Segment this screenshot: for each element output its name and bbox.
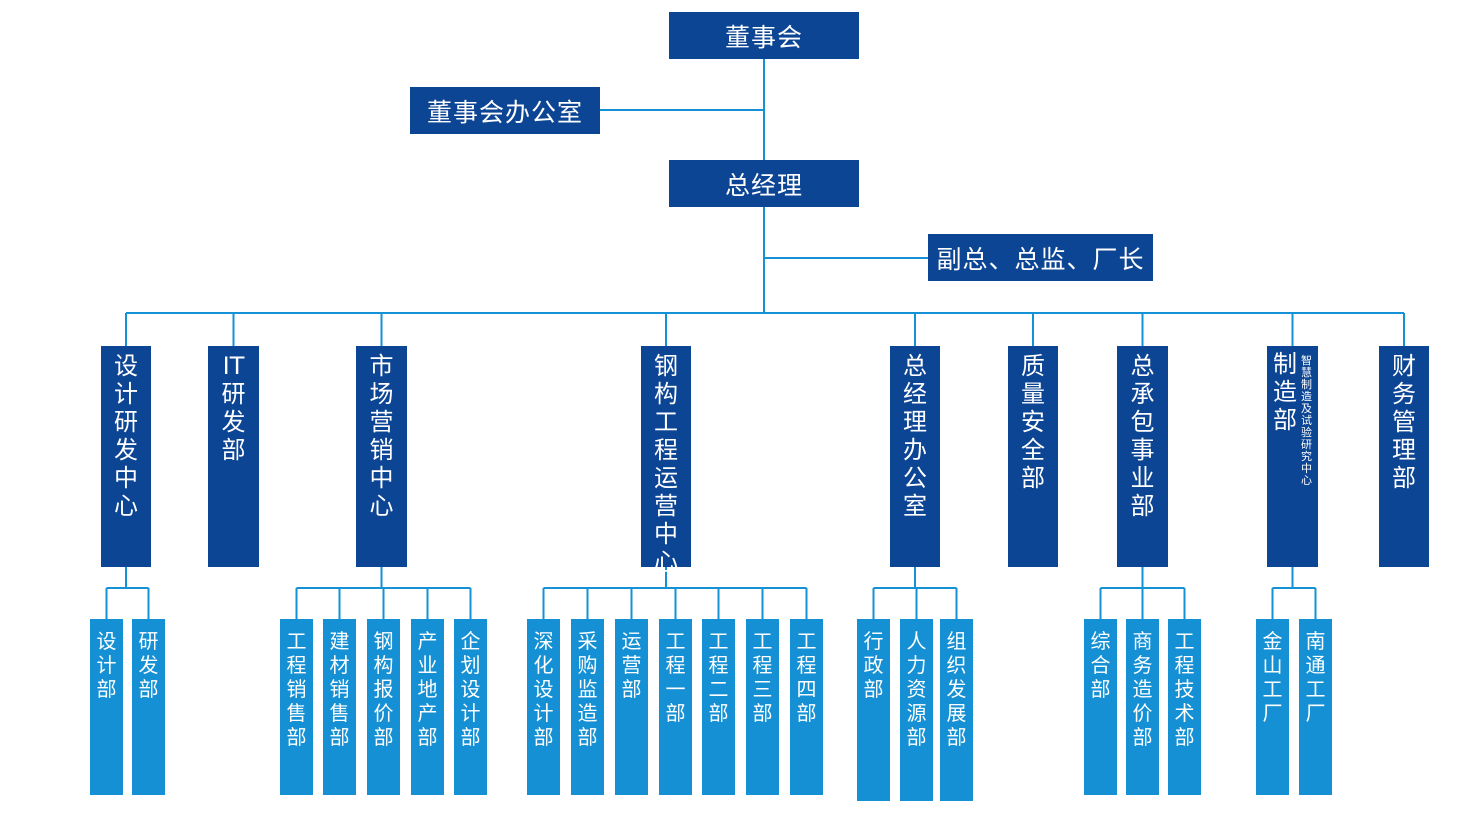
vertical-label: 组织发展部: [946, 629, 967, 749]
vertical-label: 金山工厂: [1262, 629, 1283, 725]
dept-finance: 财务管理部: [1379, 346, 1429, 567]
vertical-label: 综合部: [1090, 629, 1111, 701]
vertical-label: 工程技术部: [1174, 629, 1195, 749]
sub-dept-contracting-1: 综合部: [1084, 619, 1117, 795]
vertical-label: 工程四部: [796, 629, 817, 725]
sub-dept-marketing-3: 钢构报价部: [367, 619, 400, 795]
vertical-label: 总承包事业部: [1130, 352, 1155, 520]
sub-dept-gm-office-3: 组织发展部: [940, 619, 973, 801]
dept-marketing: 市场营销中心: [356, 346, 407, 567]
vertical-label: 总经理办公室: [903, 352, 927, 520]
vertical-label: 设计部: [96, 629, 117, 701]
board-box: 董事会: [669, 12, 859, 59]
vertical-label: 钢构工程运营中心: [654, 352, 678, 576]
dept-steel-ops: 钢构工程运营中心: [641, 346, 691, 574]
vertical-label: 设计研发中心: [114, 352, 138, 520]
vertical-label: 人力资源部: [906, 629, 927, 749]
sub-dept-steel-ops-2: 采购监造部: [571, 619, 604, 795]
dept-label: 制造部: [1273, 350, 1297, 434]
vertical-label: 企划设计部: [460, 629, 481, 749]
general-manager-box: 总经理: [669, 160, 859, 207]
sub-dept-design-2: 研发部: [132, 619, 165, 795]
sub-dept-steel-ops-4: 工程一部: [659, 619, 692, 795]
sub-dept-design-1: 设计部: [90, 619, 123, 795]
board-office-box: 董事会办公室: [410, 87, 600, 134]
sub-dept-marketing-2: 建材销售部: [323, 619, 356, 795]
vertical-label: 建材销售部: [329, 629, 350, 749]
sub-dept-gm-office-1: 行政部: [857, 619, 890, 801]
vertical-label: 工程二部: [708, 629, 729, 725]
vertical-label: 工程销售部: [286, 629, 307, 749]
vertical-label: 深化设计部: [533, 629, 554, 749]
vertical-label: 质量安全部: [1021, 352, 1045, 492]
sub-dept-steel-ops-3: 运营部: [615, 619, 648, 795]
sub-dept-manufacturing-2: 南通工厂: [1299, 619, 1332, 795]
sub-dept-marketing-4: 产业地产部: [411, 619, 444, 795]
vertical-label: 财务管理部: [1392, 352, 1416, 492]
vertical-label: 市场营销中心: [369, 352, 394, 520]
vertical-label: 行政部: [863, 629, 884, 701]
dept-manufacturing: 制造部智慧制造及试验研究中心: [1267, 346, 1318, 567]
sub-dept-steel-ops-1: 深化设计部: [527, 619, 560, 795]
vertical-label: 钢构报价部: [373, 629, 394, 749]
dept-design: 设计研发中心: [101, 346, 151, 567]
sub-dept-contracting-2: 商务造价部: [1126, 619, 1159, 795]
vertical-label: 研发部: [138, 629, 159, 701]
vertical-label: 工程三部: [752, 629, 773, 725]
vertical-label: 商务造价部: [1132, 629, 1153, 749]
sub-dept-gm-office-2: 人力资源部: [900, 619, 933, 801]
dept-gm-office: 总经理办公室: [890, 346, 940, 567]
sub-dept-steel-ops-7: 工程四部: [790, 619, 823, 795]
sub-dept-marketing-1: 工程销售部: [280, 619, 313, 795]
vertical-label: 运营部: [621, 629, 642, 701]
sub-dept-manufacturing-1: 金山工厂: [1256, 619, 1289, 795]
dept-quality: 质量安全部: [1008, 346, 1058, 567]
dept-contracting: 总承包事业部: [1117, 346, 1168, 567]
vertical-label: 采购监造部: [577, 629, 598, 749]
sub-dept-steel-ops-6: 工程三部: [746, 619, 779, 795]
sub-dept-steel-ops-5: 工程二部: [702, 619, 735, 795]
sub-dept-marketing-5: 企划设计部: [454, 619, 487, 795]
deputies-box: 副总、总监、厂长: [928, 234, 1153, 281]
vertical-label: 工程一部: [665, 629, 686, 725]
sub-dept-contracting-3: 工程技术部: [1168, 619, 1201, 795]
dept-secondary-label: 智慧制造及试验研究中心: [1301, 354, 1312, 487]
vertical-label: 产业地产部: [417, 629, 438, 749]
vertical-label: 南通工厂: [1305, 629, 1326, 725]
